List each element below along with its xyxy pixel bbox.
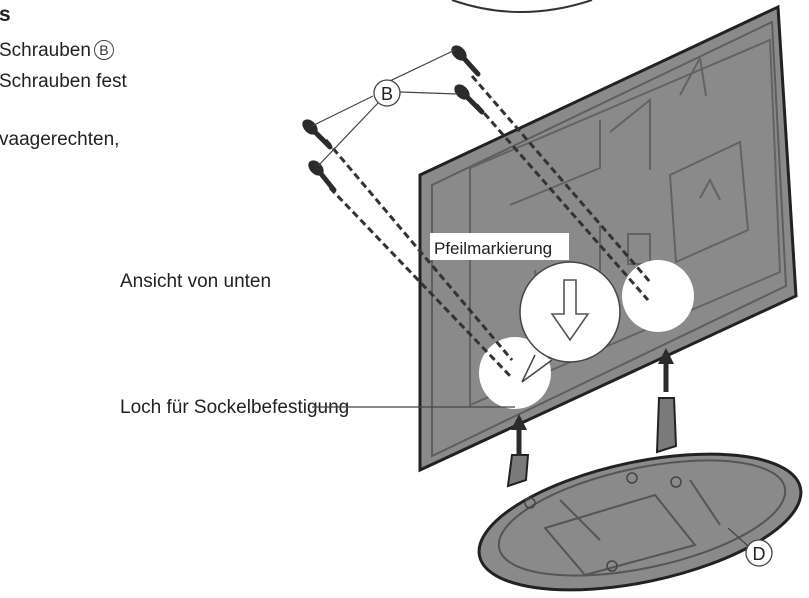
screw-guide-lines <box>324 75 652 380</box>
arrow-down-icon <box>550 279 590 342</box>
partial-round-outline <box>451 0 593 13</box>
stand-post-right <box>655 397 678 454</box>
section-heading-fragment: s <box>0 3 11 26</box>
screw-callout-b: B <box>311 49 459 167</box>
stand-callout-d-text: D <box>753 544 766 564</box>
stand-callout-d: D <box>727 527 773 567</box>
instruction-line-1-text: Schrauben <box>0 40 91 61</box>
mount-hole-highlight-left <box>479 337 551 409</box>
stand-base <box>477 397 803 592</box>
bottom-view-label: Ansicht von unten <box>120 271 272 292</box>
screw-1 <box>451 45 481 77</box>
mount-hole-label: Loch für Sockelbefestigung <box>120 397 350 418</box>
instruction-line-3: vaagerechten, <box>0 129 120 150</box>
screw-callout-b-text: B <box>381 84 393 104</box>
arrow-mark-inset <box>519 261 621 383</box>
arrow-mark-label-text: Pfeilmarkierung <box>434 239 552 258</box>
insert-direction-arrows <box>511 348 674 456</box>
stand-post-left <box>506 454 530 488</box>
instruction-line-2: Schrauben fest <box>0 71 127 92</box>
screw-marker-b: B <box>93 40 114 60</box>
screw-3 <box>302 119 333 150</box>
screw-2 <box>454 84 485 115</box>
arrow-mark-label: Pfeilmarkierung <box>430 233 569 260</box>
screw-4 <box>308 160 337 193</box>
mount-hole-highlight-right <box>622 260 694 332</box>
